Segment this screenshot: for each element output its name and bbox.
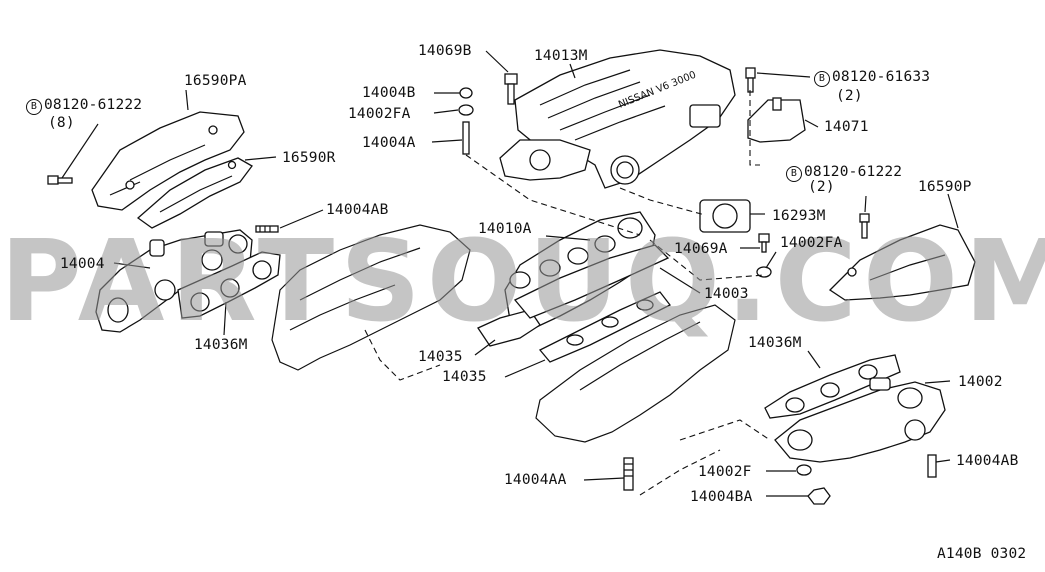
label-14035-a: 14035: [418, 349, 463, 365]
label-14069a: 14069A: [674, 241, 728, 257]
nut-14004b: [459, 87, 473, 99]
assembly-lines: [364, 90, 771, 496]
bracket-14071: [745, 67, 806, 143]
label-14036m-left: 14036M: [194, 337, 248, 353]
gasket-left-14036m: [177, 251, 281, 319]
bolt-14069a: [758, 233, 770, 253]
cylinder-head-right: [535, 304, 736, 443]
label-14004a: 14004A: [362, 135, 416, 151]
bolt-b-icon: B: [26, 99, 42, 115]
label-16590r: 16590R: [282, 150, 336, 166]
label-bolt-right-mid-number: 08120-61222: [804, 164, 903, 180]
label-14071: 14071: [824, 119, 869, 135]
bolt-b-icon: B: [786, 166, 802, 182]
stud-left: [255, 225, 279, 233]
label-14002: 14002: [958, 374, 1003, 390]
gasket-16293m: [699, 199, 751, 233]
label-14004aa: 14004AA: [504, 472, 567, 488]
label-14004ab-bottom: 14004AB: [956, 453, 1019, 469]
label-14002fa-mid: 14002FA: [780, 235, 843, 251]
stud-right: [927, 454, 937, 478]
label-16590p: 16590P: [918, 179, 972, 195]
heat-shield-16590p: [828, 224, 976, 301]
gasket-14035a: [477, 309, 541, 347]
washer-14002fa-top: [458, 104, 474, 116]
diagram-code: A140B 0302: [937, 546, 1027, 562]
label-16590pa: 16590PA: [184, 73, 247, 89]
label-14013m: 14013M: [534, 48, 588, 64]
label-16293m: 16293M: [772, 208, 826, 224]
intake-collector-14013m: NISSAN V6 3000: [499, 49, 736, 189]
exhaust-manifold-right: [774, 377, 946, 463]
washer-14002fa-mid: [756, 266, 772, 278]
label-bolt-left-number: 08120-61222: [44, 97, 143, 113]
label-14004: 14004: [60, 256, 105, 272]
gasket-14003: [513, 244, 670, 319]
label-14035-b: 14035: [442, 369, 487, 385]
label-14004b: 14004B: [362, 85, 416, 101]
label-bolt-right-top-qty: (2): [836, 88, 863, 104]
gasket-right-14036m: [764, 354, 901, 419]
label-14004ab-top: 14004AB: [326, 202, 389, 218]
heat-shield-16590r: [136, 157, 253, 229]
nut-14004ba: [807, 487, 831, 505]
bolt-right: [859, 213, 870, 239]
label-14002f: 14002F: [698, 464, 752, 480]
label-14003: 14003: [704, 286, 749, 302]
stud-14004aa: [623, 457, 634, 491]
bolt-left: [47, 175, 73, 185]
stud-14004a: [462, 121, 470, 155]
label-bolt-right-top-number: 08120-61633: [832, 69, 931, 85]
washer-14002f: [796, 464, 812, 476]
heat-shield-16590pa: [91, 111, 245, 211]
bolt-b-icon: B: [814, 71, 830, 87]
label-14036m-right: 14036M: [748, 335, 802, 351]
label-14010a: 14010A: [478, 221, 532, 237]
exhaust-manifold-left: [95, 229, 253, 333]
label-14002fa-top: 14002FA: [348, 106, 411, 122]
label-14069b: 14069B: [418, 43, 472, 59]
bolt-14069b: [504, 73, 518, 105]
gasket-14035b: [538, 291, 671, 363]
cylinder-head-left: [271, 224, 471, 371]
label-14004ba: 14004BA: [690, 489, 753, 505]
label-bolt-left-qty: (8): [48, 115, 75, 131]
label-bolt-right-mid-qty: (2): [808, 179, 835, 195]
leader-lines: [61, 50, 959, 497]
